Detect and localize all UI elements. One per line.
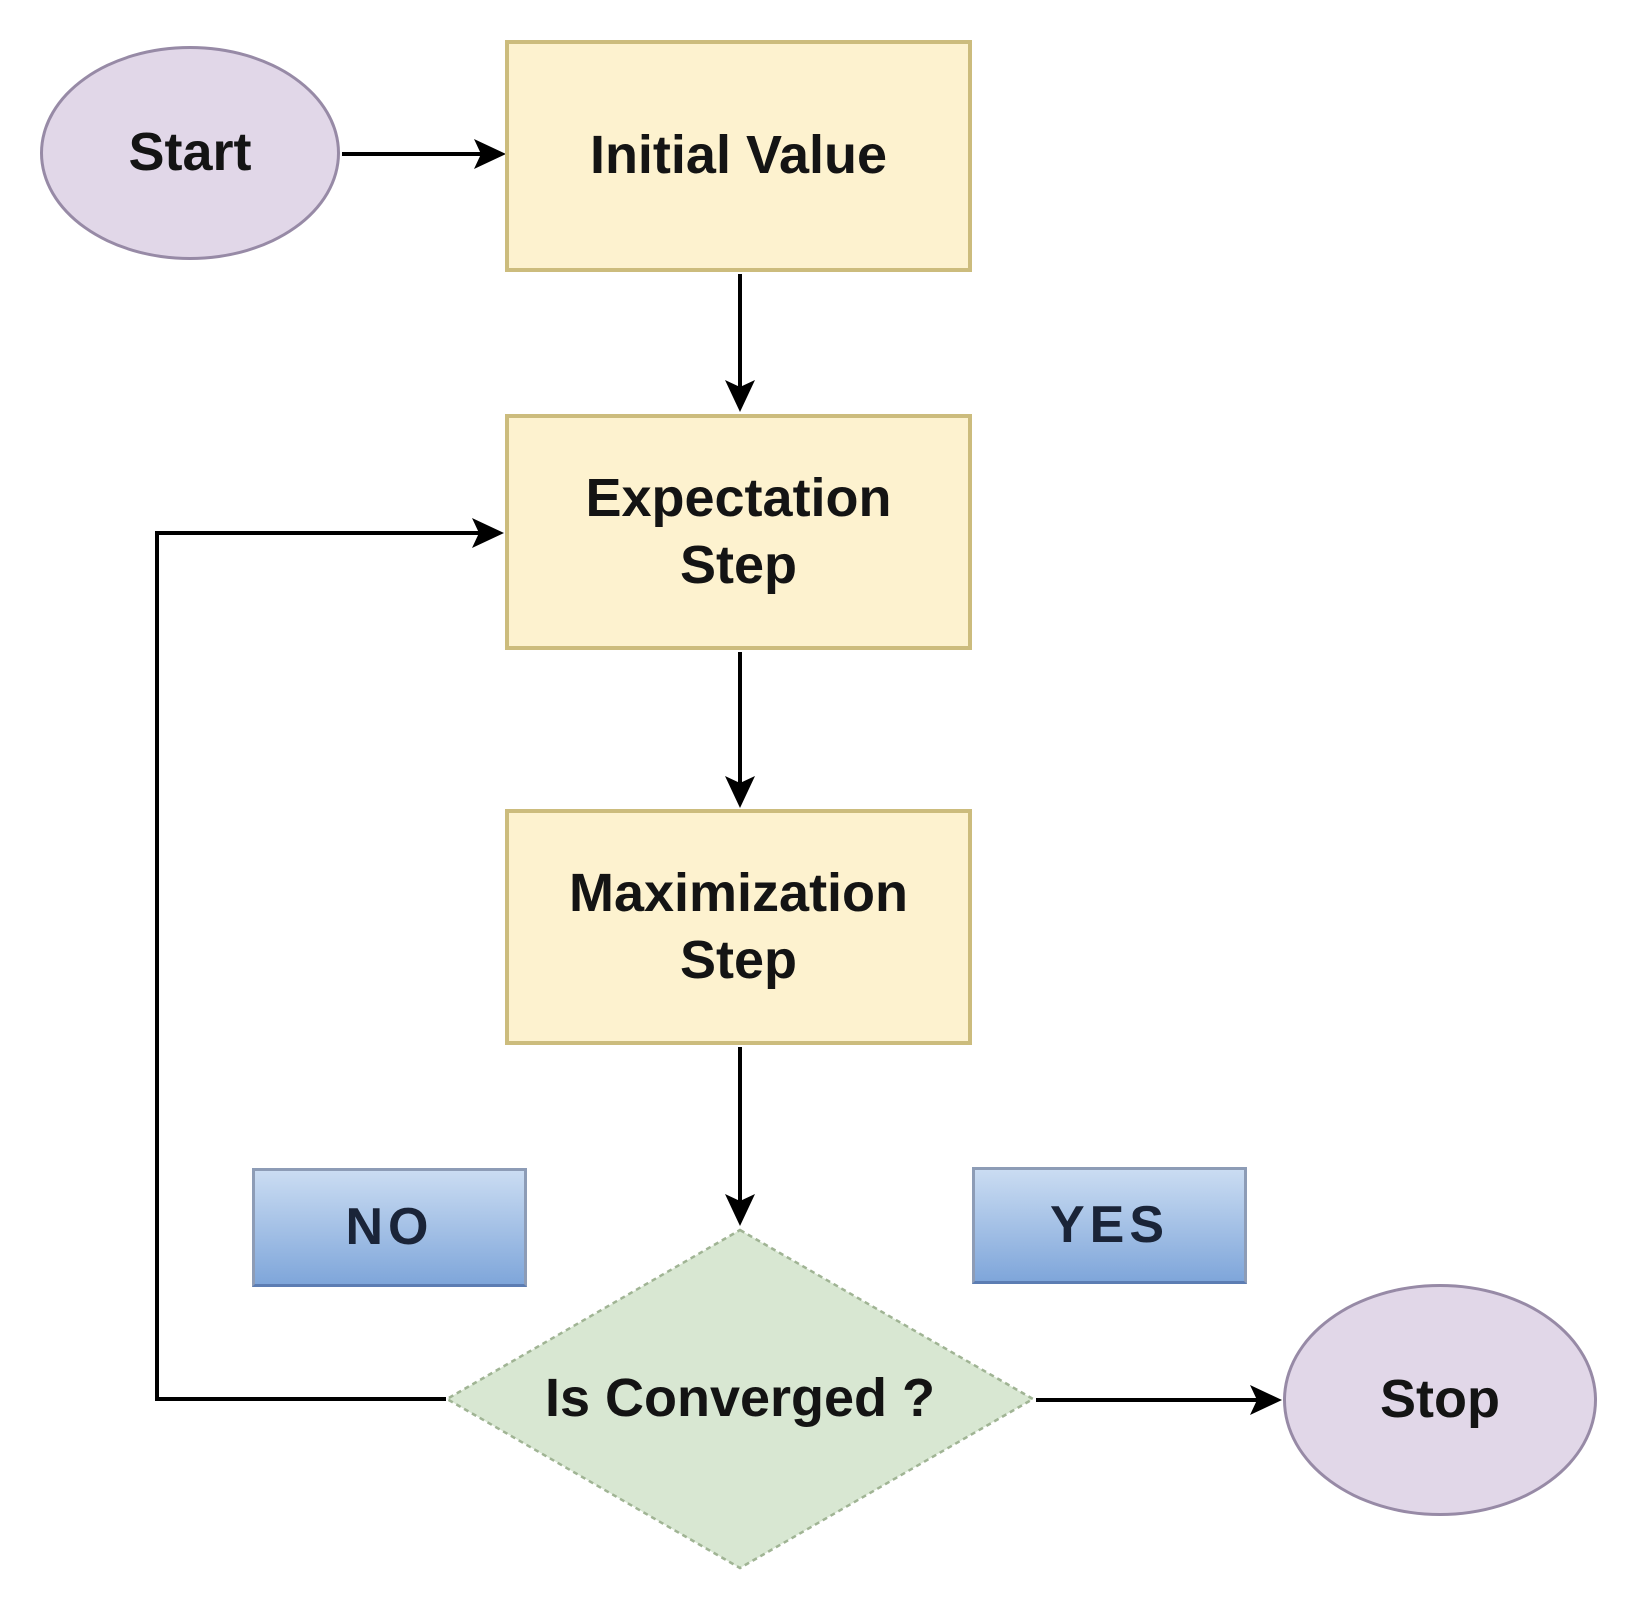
decision-node: Is Converged ? [447,1340,1033,1458]
arrow-expectation-to-maximization [725,652,755,808]
arrow-decision-to-stop [1036,1385,1282,1415]
arrow-initial-value-to-expectation [725,274,755,412]
no-label: NO [345,1198,434,1256]
initial-value-process: Initial Value [505,40,972,272]
arrow-start-to-initial-value [342,139,506,169]
yes-branch-label-box: YES [972,1167,1247,1284]
stop-label: Stop [1380,1369,1500,1430]
decision-label: Is Converged ? [544,1368,936,1429]
stop-terminal: Stop [1283,1284,1597,1516]
decision-diamond-shape [444,1228,1036,1570]
expectation-step-process: Expectation Step [505,414,972,650]
expectation-step-label: Expectation Step [585,467,892,596]
start-terminal: Start [40,46,340,260]
initial-value-label: Initial Value [589,125,888,186]
no-branch-label-box: NO [252,1168,527,1287]
arrow-maximization-to-decision [725,1047,755,1226]
maximization-step-process: Maximization Step [505,809,972,1045]
start-label: Start [128,122,252,183]
yes-label: YES [1049,1196,1170,1254]
maximization-step-label: Maximization Step [568,862,909,991]
arrow-decision-loop-to-expectation [155,518,504,1401]
